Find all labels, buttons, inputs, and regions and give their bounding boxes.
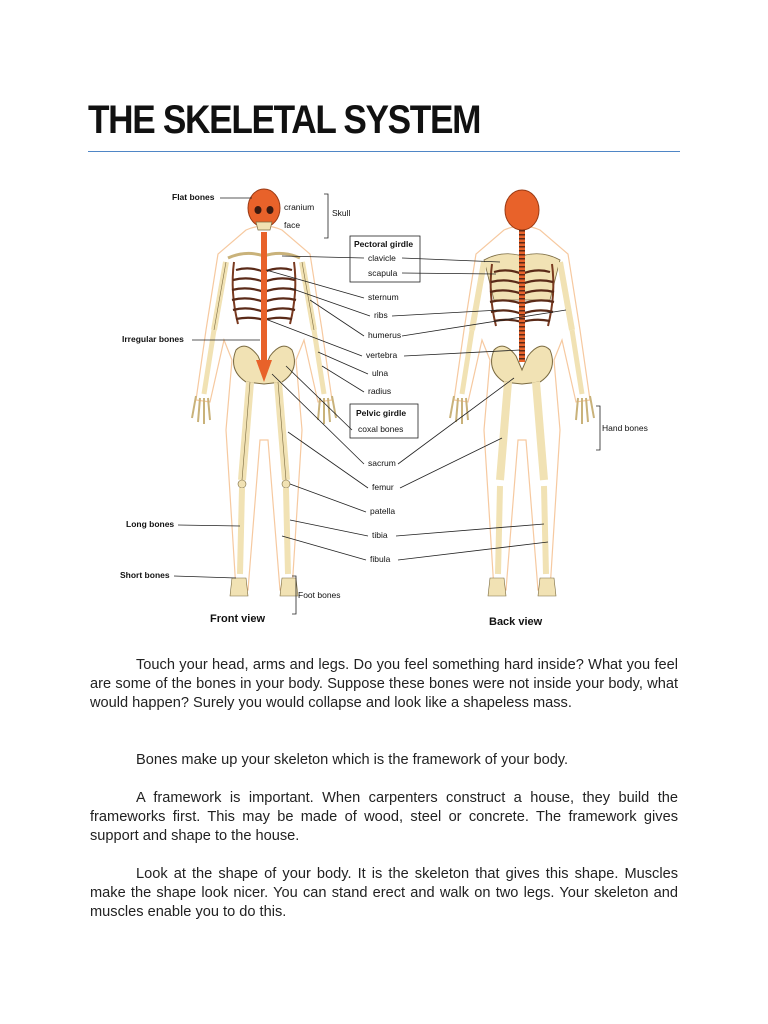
label-foot-bones: Foot bones (298, 590, 341, 600)
label-patella: patella (370, 506, 395, 516)
label-ulna: ulna (372, 368, 388, 378)
front-view-skeleton (191, 188, 337, 597)
label-vertebra: vertebra (366, 350, 397, 360)
label-tibia: tibia (372, 530, 388, 540)
label-humerus: humerus (368, 330, 401, 340)
label-clavicle: clavicle (368, 253, 396, 263)
title-divider (88, 151, 680, 152)
label-hand-bones: Hand bones (602, 423, 648, 433)
label-fibula: fibula (370, 554, 391, 564)
label-face: face (284, 220, 300, 230)
label-cranium: cranium (284, 202, 314, 212)
label-radius: radius (368, 386, 391, 396)
label-ribs: ribs (374, 310, 388, 320)
label-flat-bones: Flat bones (172, 192, 215, 202)
label-sacrum: sacrum (368, 458, 396, 468)
skeleton-diagram: Flat bones Irregular bones Long bones Sh… (96, 170, 680, 640)
label-femur: femur (372, 482, 394, 492)
caption-front-view: Front view (210, 613, 265, 625)
paragraph-2: Bones make up your skeleton which is the… (136, 752, 569, 768)
label-coxal-bones: coxal bones (358, 424, 403, 434)
paragraph-1: Touch your head, arms and legs. Do you f… (90, 657, 678, 711)
label-short-bones: Short bones (120, 570, 170, 580)
label-skull: Skull (332, 208, 351, 218)
paragraph-4: Look at the shape of your body. It is th… (90, 866, 678, 920)
label-pectoral-girdle: Pectoral girdle (354, 239, 413, 249)
label-irregular-bones: Irregular bones (122, 334, 184, 344)
page-title: THE SKELETAL SYSTEM (88, 98, 481, 142)
label-scapula: scapula (368, 268, 398, 278)
label-long-bones: Long bones (126, 519, 174, 529)
label-sternum: sternum (368, 292, 399, 302)
caption-back-view: Back view (489, 616, 543, 628)
label-pelvic-girdle: Pelvic girdle (356, 408, 406, 418)
paragraph-3: A framework is important. When carpenter… (90, 790, 678, 844)
back-view-skeleton (449, 189, 595, 597)
